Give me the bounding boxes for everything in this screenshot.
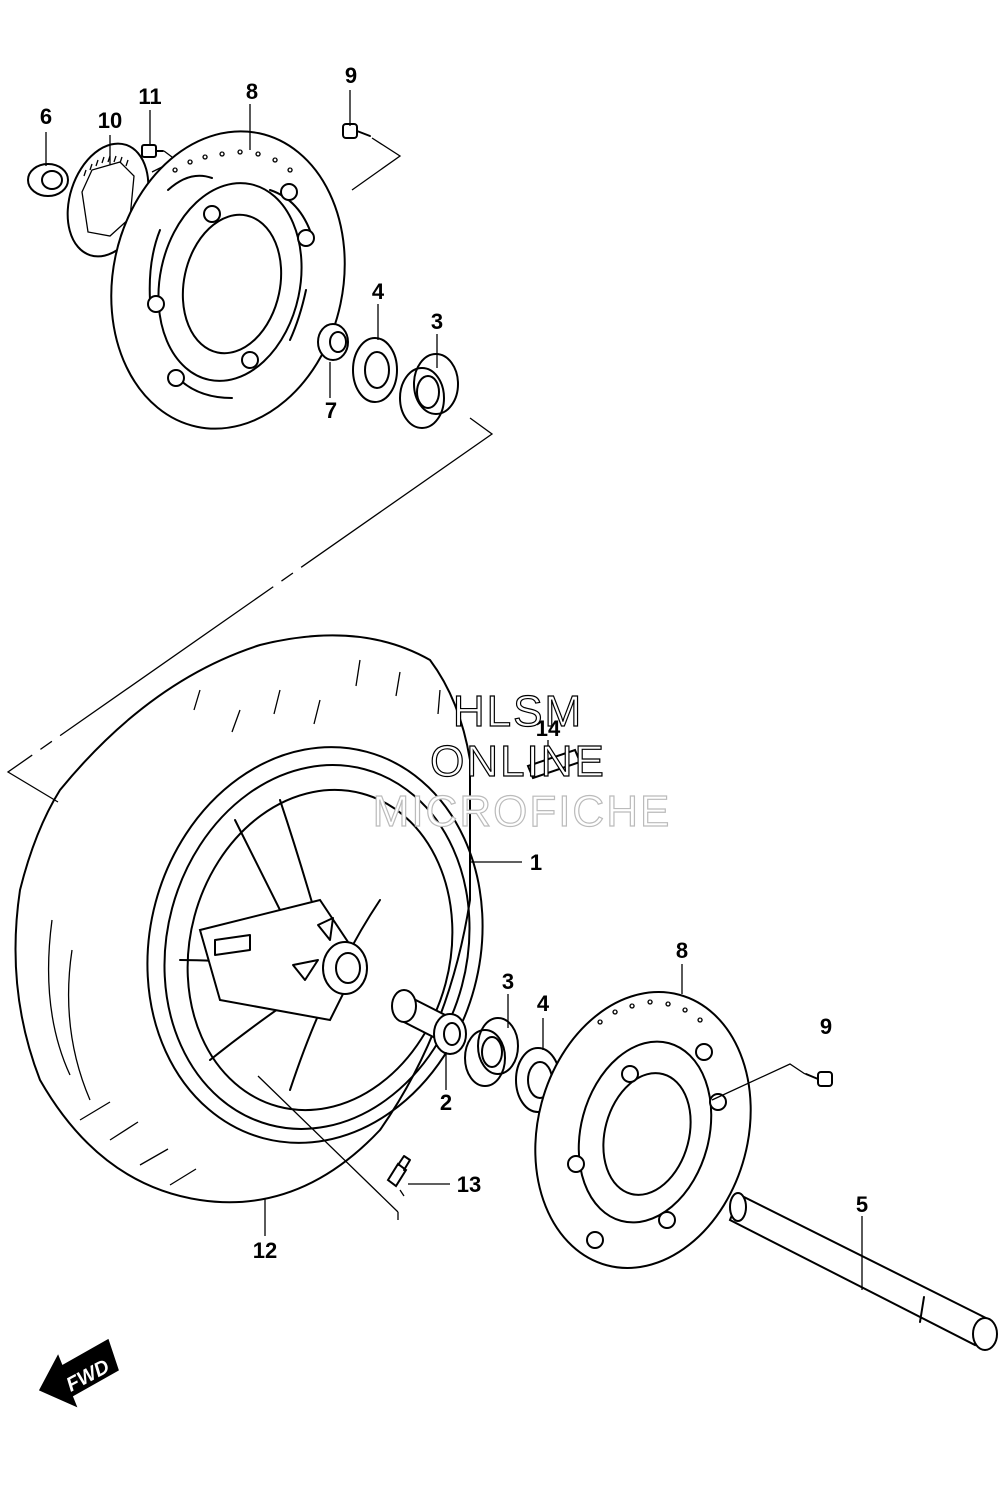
watermark-line-3: MICROFICHE [373, 787, 672, 836]
callout-12: 12 [253, 1238, 277, 1263]
callout-2: 2 [440, 1090, 452, 1115]
part-13-valve [257, 1075, 411, 1220]
callout-9-lower: 9 [820, 1014, 832, 1039]
watermark: HLSM ONLINE MICROFICHE [372, 686, 672, 836]
callout-3-lower: 3 [502, 969, 514, 994]
watermark-line-2: ONLINE [430, 737, 606, 786]
callout-8-upper: 8 [246, 79, 258, 104]
part-1-rim [146, 746, 484, 1144]
callout-4-lower: 4 [537, 991, 550, 1016]
callout-10: 10 [98, 108, 122, 133]
callout-14: 14 [536, 716, 561, 741]
part-12-tire [14, 634, 471, 1204]
part-5-axle [728, 1192, 998, 1351]
assembly-guide-line [6, 417, 494, 803]
part-8-brake-disc-upper [110, 130, 346, 430]
callout-5: 5 [856, 1192, 868, 1217]
part-3-bearing-lower [464, 1017, 519, 1087]
part-9-bolt-upper [342, 123, 402, 191]
watermark-line-1: HLSM [453, 687, 583, 736]
part-8-brake-disc-lower [534, 991, 752, 1269]
callout-1: 1 [530, 850, 542, 875]
callout-6: 6 [40, 104, 52, 129]
part-2-spacer [391, 989, 467, 1055]
callout-7: 7 [325, 398, 337, 423]
part-9-bolt-lower [711, 1063, 833, 1101]
part-4-oil-seal-upper [352, 337, 398, 403]
part-14-balance-weight [526, 740, 582, 780]
part-3-bearing-upper [399, 353, 459, 429]
callout-13: 13 [457, 1172, 481, 1197]
part-6-nut [27, 163, 69, 197]
part-7-spacer [317, 323, 349, 361]
part-11-screw [141, 144, 178, 173]
callout-9-upper: 9 [345, 63, 357, 88]
callout-8-lower: 8 [676, 938, 688, 963]
callout-3-upper: 3 [431, 309, 443, 334]
callout-11: 11 [138, 84, 161, 109]
fwd-direction-badge: FWD [38, 1338, 119, 1408]
leader-lines [45, 90, 863, 1290]
callout-4-upper: 4 [372, 279, 385, 304]
